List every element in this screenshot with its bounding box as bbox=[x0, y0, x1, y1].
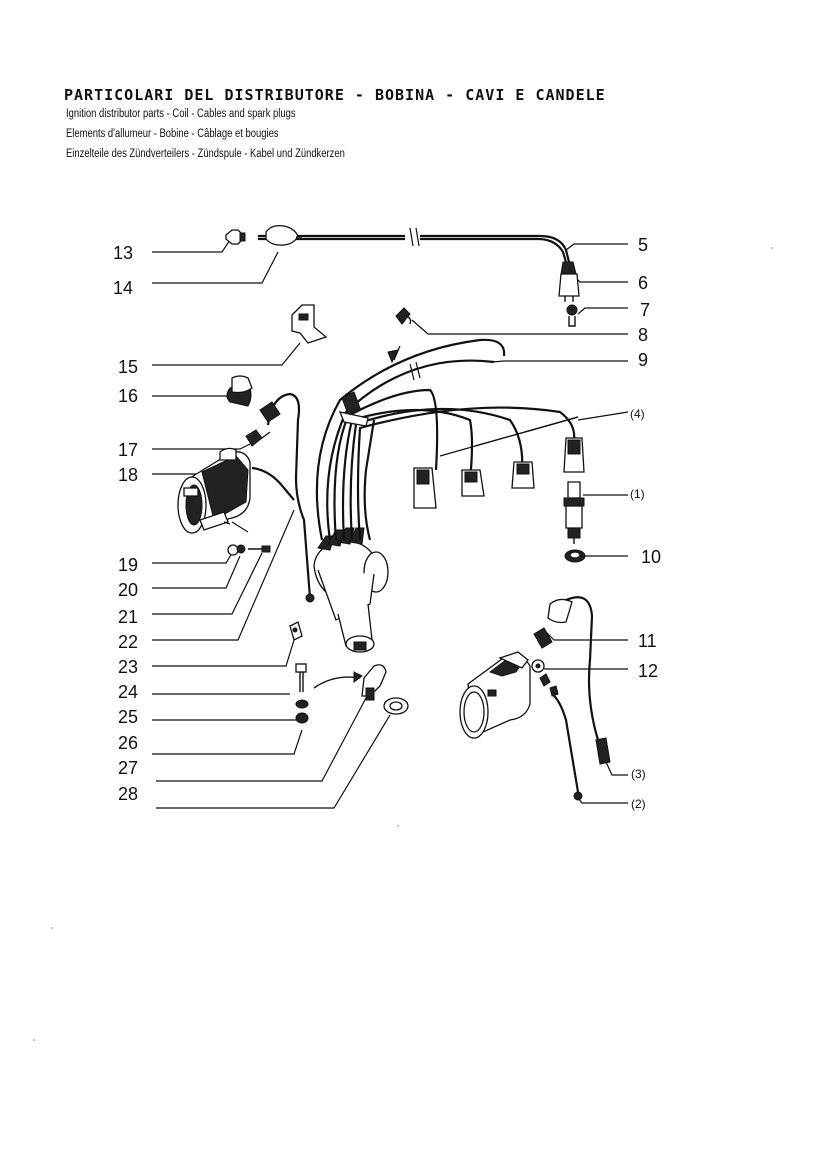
callout-5: 5 bbox=[638, 235, 648, 255]
coil-cap-part-16 bbox=[226, 375, 253, 407]
fastener-parts-19-21 bbox=[227, 544, 271, 556]
lead-part-2 bbox=[549, 685, 583, 801]
right-callout-numbers: 5 6 7 8 9 (4) (1) 10 11 12 (3) (2) bbox=[630, 235, 661, 811]
ht-lead-coil-to-distributor bbox=[251, 392, 315, 603]
terminal-part-23 bbox=[289, 621, 303, 641]
ignition-coil-part-18 bbox=[177, 447, 251, 534]
left-callout-numbers: 13 14 15 16 17 18 19 20 21 22 23 24 25 2… bbox=[113, 243, 138, 804]
callout-15: 15 bbox=[118, 357, 138, 377]
page-title: PARTICOLARI DEL DISTRIBUTORE - BOBINA - … bbox=[64, 86, 606, 104]
callout-18: 18 bbox=[118, 465, 138, 485]
callout-11: 11 bbox=[638, 631, 657, 651]
callout-23: 23 bbox=[118, 657, 138, 677]
cap-part-11 bbox=[533, 596, 600, 741]
mounting-bracket-part-15 bbox=[291, 304, 328, 344]
washer-part-25 bbox=[295, 699, 309, 709]
coil-cable-assembly bbox=[225, 224, 580, 327]
bolt-part-24 bbox=[295, 663, 307, 692]
callout-7: 7 bbox=[640, 300, 650, 320]
callout-24: 24 bbox=[118, 682, 138, 702]
callout-3: (3) bbox=[631, 767, 646, 781]
callout-13: 13 bbox=[113, 243, 133, 263]
callout-1: (1) bbox=[630, 487, 645, 501]
distributor-assembly bbox=[313, 527, 389, 653]
callout-28: 28 bbox=[118, 784, 138, 804]
callout-16: 16 bbox=[118, 386, 138, 406]
callout-8: 8 bbox=[638, 325, 648, 345]
right-leader-lines bbox=[411, 243, 629, 804]
callout-22: 22 bbox=[118, 632, 138, 652]
callout-27: 27 bbox=[118, 758, 138, 778]
callout-17: 17 bbox=[118, 440, 138, 460]
clip-part-8 bbox=[395, 307, 412, 325]
callout-19: 19 bbox=[118, 555, 138, 575]
callout-14: 14 bbox=[113, 278, 133, 298]
lead-part-3 bbox=[595, 737, 611, 765]
spark-plug-part-1 bbox=[563, 481, 585, 544]
terminal-part-12 bbox=[531, 659, 551, 687]
subtitle-english: Ignition distributor parts - Coil - Cabl… bbox=[66, 108, 296, 120]
nut-part-26 bbox=[295, 712, 309, 724]
washer-part-10 bbox=[564, 549, 586, 563]
callout-6: 6 bbox=[638, 273, 648, 293]
seal-ring-part-28 bbox=[383, 697, 409, 715]
subtitle-german: Einzelteile des Zündverteilers - Zündspu… bbox=[66, 148, 345, 160]
spark-plug-boots bbox=[413, 437, 585, 509]
spark-plug-leads-part-9 bbox=[315, 338, 576, 541]
subtitle-french: Elements d'allumeur - Bobine - Câblage e… bbox=[66, 128, 279, 140]
callout-9: 9 bbox=[638, 350, 648, 370]
clamp-part-27 bbox=[313, 664, 387, 701]
ignition-coil-right bbox=[459, 651, 531, 739]
callout-4: (4) bbox=[630, 407, 645, 421]
terminal-part-17 bbox=[245, 429, 271, 447]
callout-12: 12 bbox=[638, 661, 658, 681]
callout-10: 10 bbox=[641, 547, 661, 567]
callout-21: 21 bbox=[118, 607, 138, 627]
callout-2: (2) bbox=[631, 797, 646, 811]
callout-25: 25 bbox=[118, 707, 138, 727]
callout-20: 20 bbox=[118, 580, 138, 600]
callout-26: 26 bbox=[118, 733, 138, 753]
